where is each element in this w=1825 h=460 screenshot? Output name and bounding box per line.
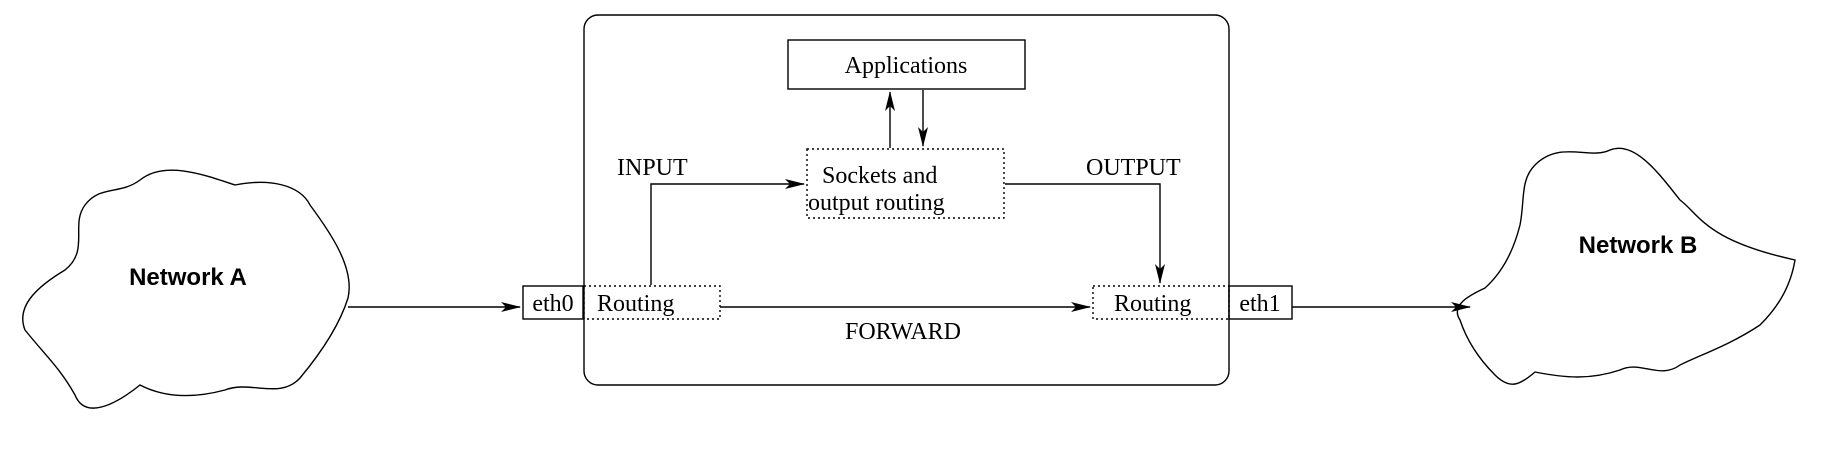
sockets-label-line1: Sockets and: [822, 163, 937, 189]
routing-out-box: [1092, 285, 1230, 320]
output-label: OUTPUT: [1086, 155, 1181, 181]
eth1-label: eth1: [1239, 291, 1280, 317]
forward-label: FORWARD: [845, 319, 961, 345]
sockets-box: [806, 148, 1005, 219]
applications-label: Applications: [845, 53, 968, 79]
network-a-label: Network A: [129, 264, 247, 291]
eth0-label: eth0: [532, 291, 573, 317]
applications-box: [787, 39, 1026, 90]
network-b-label: Network B: [1579, 232, 1698, 259]
input-label: INPUT: [617, 155, 688, 181]
eth1-box: [1228, 285, 1293, 320]
network-a-cloud: [22, 169, 350, 409]
network-b-cloud: [1456, 147, 1796, 385]
routing-in-box: [583, 285, 721, 320]
routing-out-label: Routing: [1114, 291, 1191, 317]
routing-in-label: Routing: [597, 291, 674, 317]
host-box: [583, 14, 1230, 386]
sockets-label-line2: output routing: [808, 190, 945, 216]
input-arrow: [650, 179, 805, 285]
eth0-box: [522, 285, 584, 320]
output-arrow: [1005, 183, 1165, 284]
